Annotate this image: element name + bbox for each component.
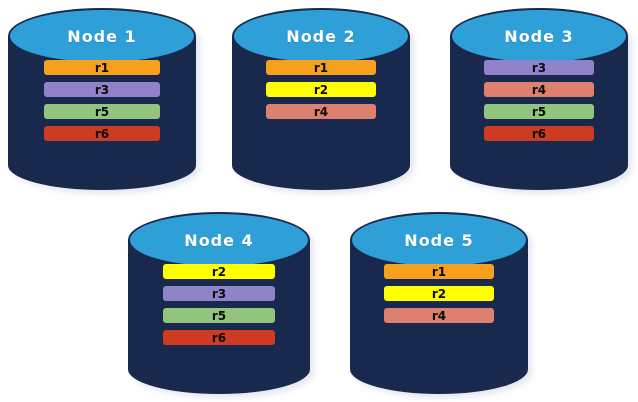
shard-label: r2: [431, 286, 447, 301]
shard-bar[interactable]: r6: [44, 126, 160, 141]
shard-bar[interactable]: r3: [44, 82, 160, 97]
shard-bar[interactable]: r1: [266, 60, 376, 75]
shard-list: r1 r3 r5 r6: [8, 60, 196, 148]
shard-bar[interactable]: r6: [163, 330, 275, 345]
shard-label: r6: [94, 126, 110, 141]
shard-bar[interactable]: r2: [384, 286, 494, 301]
shard-bar[interactable]: r2: [266, 82, 376, 97]
shard-label: r5: [211, 308, 227, 323]
database-node[interactable]: Node 5 r1 r2 r4: [350, 212, 532, 398]
node-title: Node 5: [404, 230, 474, 250]
shard-bar[interactable]: r1: [384, 264, 494, 279]
shard-label: r3: [531, 60, 547, 75]
shard-label: r4: [313, 104, 329, 119]
shard-bar[interactable]: r3: [484, 60, 594, 75]
shard-label: r3: [211, 286, 227, 301]
shard-label: r2: [211, 264, 227, 279]
shard-bar[interactable]: r4: [384, 308, 494, 323]
database-node[interactable]: Node 2 r1 r2 r4: [232, 8, 414, 194]
shard-bar[interactable]: r6: [484, 126, 594, 141]
node-title: Node 4: [184, 230, 254, 250]
database-node[interactable]: Node 4 r2 r3 r5 r6: [128, 212, 314, 398]
node-cylinder-top: Node 3: [450, 8, 628, 64]
shard-list: r2 r3 r5 r6: [128, 264, 310, 352]
node-cylinder-top: Node 1: [8, 8, 196, 64]
shard-label: r1: [431, 264, 447, 279]
node-cylinder-top: Node 5: [350, 212, 528, 268]
node-title: Node 2: [286, 26, 356, 46]
shard-label: r1: [94, 60, 110, 75]
node-title: Node 1: [67, 26, 137, 46]
shard-list: r1 r2 r4: [232, 60, 410, 126]
shard-label: r4: [531, 82, 547, 97]
shard-label: r6: [531, 126, 547, 141]
shard-bar[interactable]: r4: [266, 104, 376, 119]
shard-bar[interactable]: r3: [163, 286, 275, 301]
shard-label: r3: [94, 82, 110, 97]
shard-label: r5: [94, 104, 110, 119]
shard-label: r4: [431, 308, 447, 323]
shard-bar[interactable]: r5: [44, 104, 160, 119]
shard-bar[interactable]: r1: [44, 60, 160, 75]
shard-bar[interactable]: r4: [484, 82, 594, 97]
shard-label: r6: [211, 330, 227, 345]
node-title: Node 3: [504, 26, 574, 46]
node-cylinder-top: Node 2: [232, 8, 410, 64]
shard-bar[interactable]: r5: [484, 104, 594, 119]
shard-label: r2: [313, 82, 329, 97]
shard-label: r5: [531, 104, 547, 119]
shard-bar[interactable]: r5: [163, 308, 275, 323]
database-node[interactable]: Node 3 r3 r4 r5 r6: [450, 8, 632, 194]
node-cylinder-top: Node 4: [128, 212, 310, 268]
database-node[interactable]: Node 1 r1 r3 r5 r6: [8, 8, 200, 194]
shard-bar[interactable]: r2: [163, 264, 275, 279]
shard-label: r1: [313, 60, 329, 75]
shard-list: r1 r2 r4: [350, 264, 528, 330]
shard-list: r3 r4 r5 r6: [450, 60, 628, 148]
